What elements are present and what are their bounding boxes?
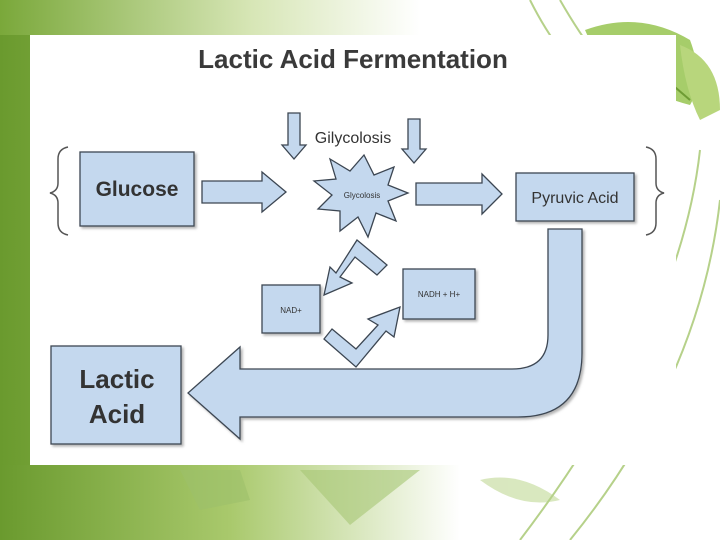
glucose-label: Glucose — [96, 178, 179, 201]
fermentation-diagram: Lactic Acid Fermentation Gilycolosis Glu… — [49, 44, 665, 445]
pyruvic-acid-box — [515, 172, 635, 222]
nad-plus-box — [261, 284, 321, 334]
arrow-glucose-to-glycolysis — [201, 170, 288, 214]
right-brace — [645, 146, 665, 236]
starburst-label: Glycolosis — [344, 191, 380, 200]
diagram-title: Lactic Acid Fermentation — [198, 44, 508, 74]
glycolysis-down-arrow-right — [400, 118, 428, 164]
nadh-label: NADH + H+ — [418, 290, 461, 299]
left-brace — [49, 146, 69, 236]
nadh-box — [402, 268, 476, 320]
glycolysis-label: Gilycolosis — [315, 130, 391, 147]
glycolysis-down-arrow-left — [280, 112, 308, 160]
lactic-acid-box — [50, 345, 182, 445]
lactic-acid-label-line1: Lactic — [79, 364, 154, 394]
glucose-box — [79, 151, 195, 227]
lactic-acid-label-line2: Acid — [89, 399, 145, 429]
arrow-pyruvic-to-lactic — [187, 228, 583, 441]
pyruvic-acid-label: Pyruvic Acid — [531, 190, 618, 207]
glycolysis-starburst — [312, 153, 410, 239]
nad-plus-label: NAD+ — [280, 306, 302, 315]
chevron-arrow-to-nadh — [323, 305, 401, 368]
leaf-decoration-bottom — [180, 470, 560, 525]
arrow-glycolysis-to-pyruvic — [415, 172, 503, 216]
chevron-arrow-to-nad — [323, 239, 388, 297]
diagram-panel: Lactic Acid Fermentation Gilycolosis Glu… — [30, 35, 676, 465]
